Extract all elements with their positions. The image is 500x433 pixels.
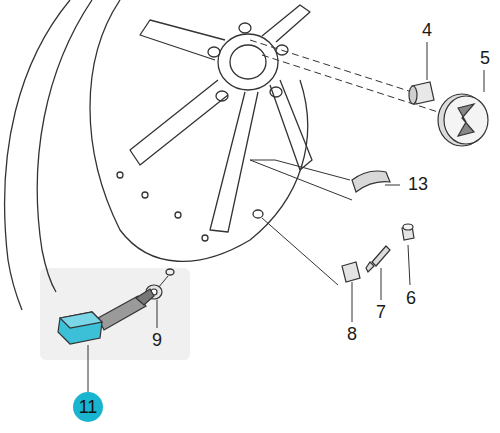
hub xyxy=(218,34,278,90)
leader-line xyxy=(385,185,400,186)
callout-number: 11 xyxy=(79,398,98,416)
spoke xyxy=(140,20,225,60)
callout-number: 8 xyxy=(347,325,357,343)
leader-line xyxy=(408,245,410,285)
leader-line xyxy=(250,160,350,180)
rim-inner xyxy=(90,0,308,261)
valve-nut xyxy=(342,262,360,282)
tpms-sensor xyxy=(58,289,154,344)
spoke xyxy=(270,80,312,170)
leader-line xyxy=(262,55,438,112)
valve-hole xyxy=(166,269,174,275)
balance-weight xyxy=(352,171,390,192)
callout-number: 13 xyxy=(408,175,428,193)
hub-bore xyxy=(230,45,266,79)
callout-number: 6 xyxy=(406,289,416,307)
spoke xyxy=(262,5,310,42)
leader-line xyxy=(352,282,353,322)
leader-line xyxy=(157,300,158,328)
rim-lip xyxy=(37,0,92,292)
rim-detail xyxy=(202,235,208,241)
leader-line xyxy=(381,268,382,300)
lug-hole xyxy=(208,47,220,57)
rim-detail xyxy=(117,172,123,178)
wheel-nut xyxy=(409,82,434,104)
leader-line xyxy=(427,42,428,80)
sensor-panel xyxy=(40,268,190,360)
center-cap xyxy=(438,94,488,146)
rim-outer xyxy=(5,0,70,310)
leader-line xyxy=(250,160,352,200)
leader-line xyxy=(88,345,89,392)
rim-detail xyxy=(175,212,181,218)
leader-line xyxy=(262,218,338,285)
callout-number: 4 xyxy=(422,21,432,39)
leader-line xyxy=(484,70,485,92)
spoke xyxy=(210,92,258,232)
valve-hole xyxy=(253,210,263,218)
valve-cap xyxy=(402,224,414,240)
callout-number: 9 xyxy=(152,331,162,349)
lug-hole xyxy=(239,23,251,33)
valve-core xyxy=(366,246,390,272)
callout-number: 7 xyxy=(376,303,386,321)
spoke xyxy=(130,80,228,165)
rim-detail xyxy=(142,192,148,198)
callout-circle: 11 xyxy=(73,392,103,422)
callout-number: 5 xyxy=(480,49,490,67)
leader-line xyxy=(250,40,412,92)
